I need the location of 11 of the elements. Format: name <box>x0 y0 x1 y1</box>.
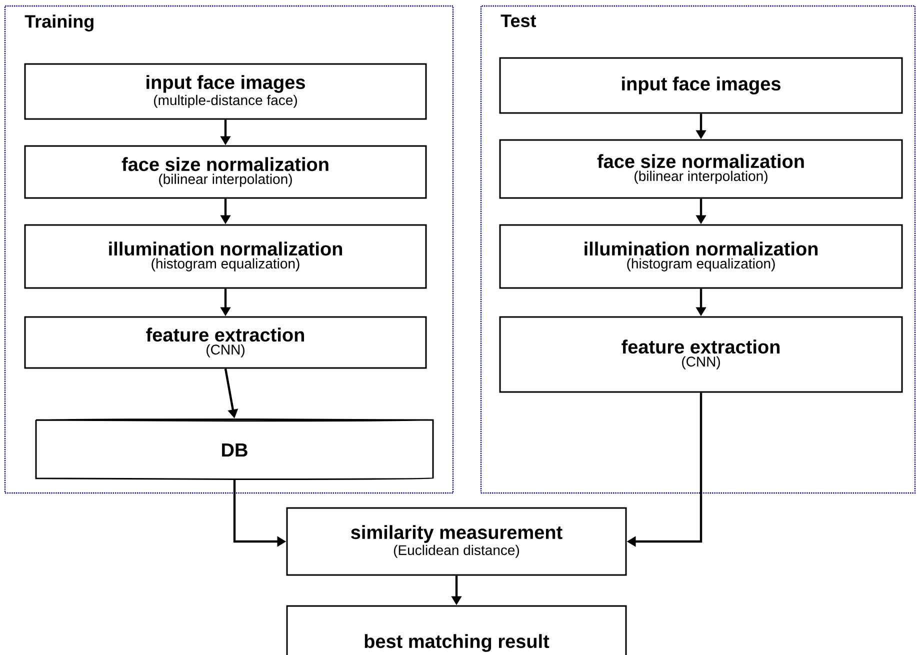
process-box: input face images <box>499 57 903 114</box>
process-box: similarity measurement (Euclidean distance) <box>286 507 627 576</box>
process-box: face size normalization (bilinear interpolation) <box>24 145 427 199</box>
process-box: face size normalization (bilinear interpolation) <box>499 139 903 199</box>
process-box: feature extraction (CNN) <box>499 316 903 393</box>
process-box: illumination normalization (histogram equalization) <box>24 224 427 289</box>
process-box: illumination normalization (histogram equalization) <box>499 224 903 289</box>
database-cylinder: DB <box>35 418 434 480</box>
process-box: input face images (multiple-distance face) <box>24 63 427 120</box>
process-box: best matching result <box>286 605 627 655</box>
process-box: feature extraction (CNN) <box>24 316 427 369</box>
